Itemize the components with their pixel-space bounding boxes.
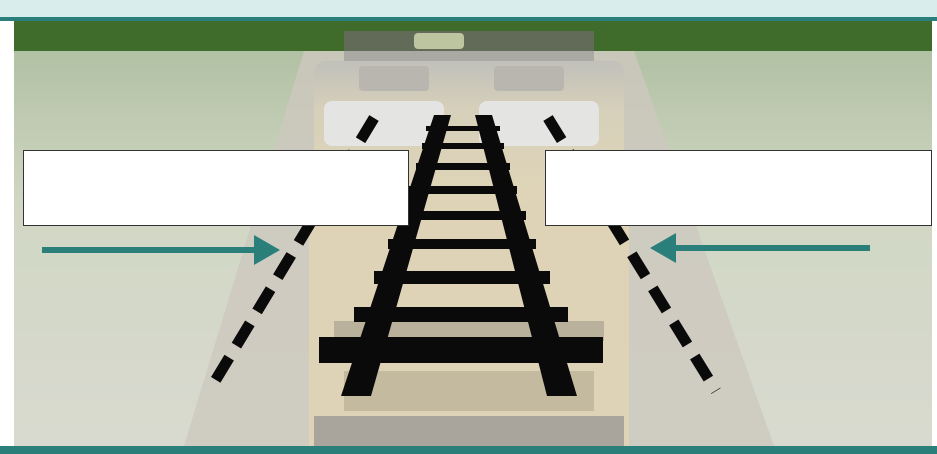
footer-rule [0,446,937,454]
header-strip [0,0,937,18]
left-label-box[interactable] [23,150,409,226]
right-label-box[interactable] [545,150,932,226]
railroad-scene [14,21,932,446]
